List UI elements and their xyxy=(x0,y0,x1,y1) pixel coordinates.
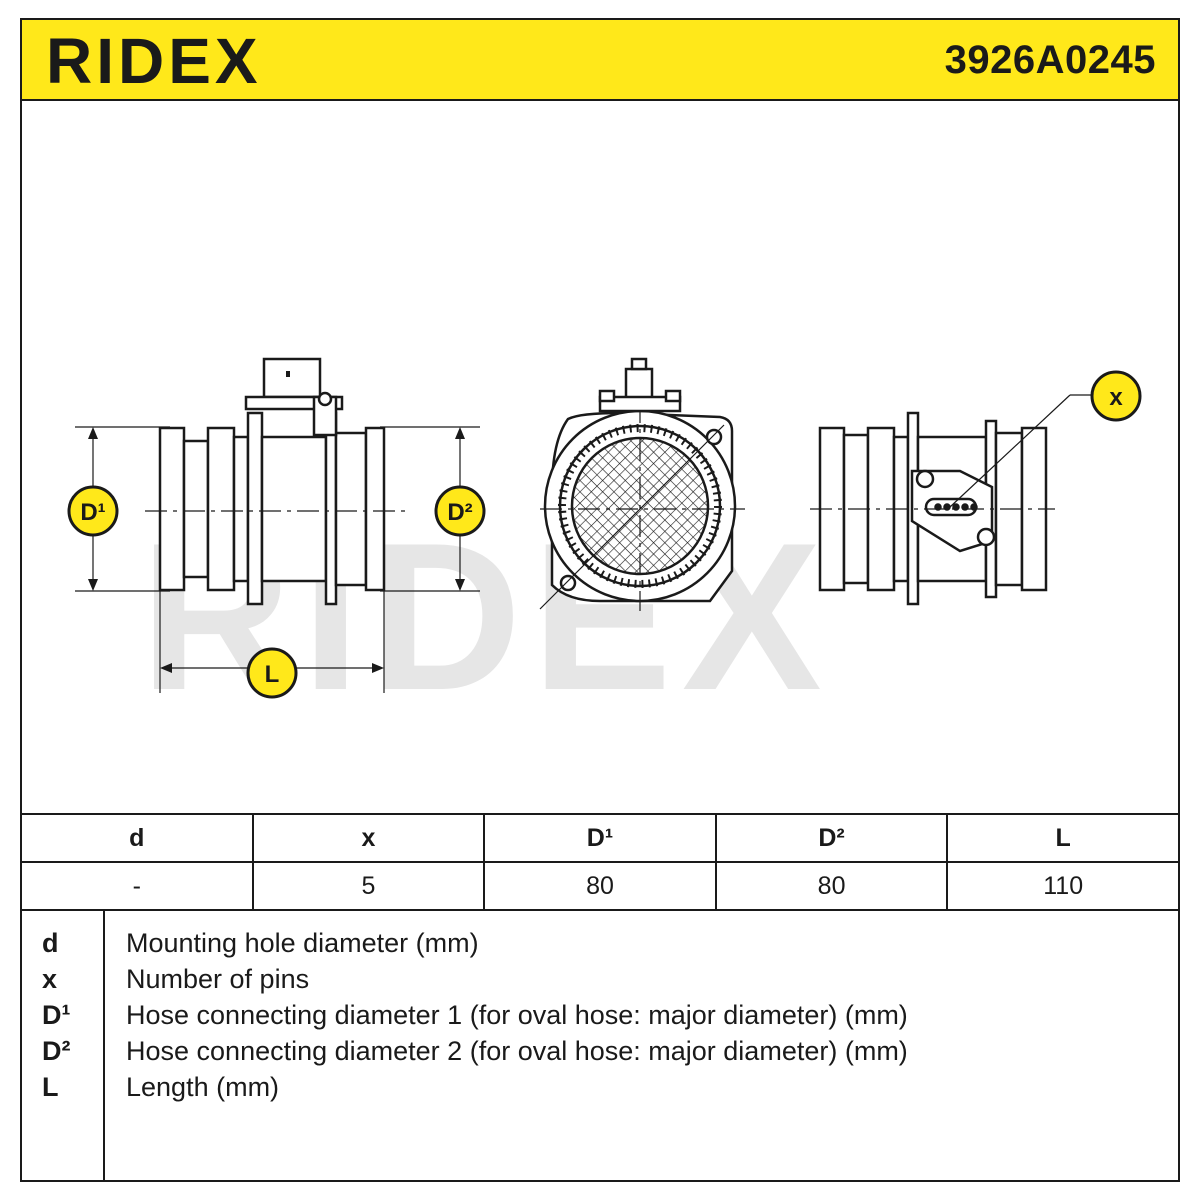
drawing-svg: D¹ D² L x xyxy=(67,357,1142,699)
specs-value-cell: 80 xyxy=(714,861,949,911)
specs-value-cell: 5 xyxy=(251,861,486,911)
label-d2: D² xyxy=(447,499,472,526)
badge-pins: x xyxy=(1090,370,1142,422)
specs-header-row: d x D¹ D² L xyxy=(20,813,1180,863)
legend-key: d xyxy=(42,928,59,958)
legend-key: D¹ xyxy=(42,1000,71,1030)
badge-d2: D² xyxy=(434,485,486,537)
brand-logo: RIDEX xyxy=(46,25,262,97)
front-view xyxy=(539,357,745,611)
legend-text: Length (mm) xyxy=(126,1072,280,1102)
legend-key: D² xyxy=(42,1036,71,1066)
specs-value-cell: 80 xyxy=(483,861,717,911)
legend-text: Hose connecting diameter 2 (for oval hos… xyxy=(126,1036,908,1066)
specs-value-cell: - xyxy=(20,861,254,911)
specs-header-cell: D¹ xyxy=(483,813,717,863)
legend-text: Hose connecting diameter 1 (for oval hos… xyxy=(126,1000,908,1030)
legend-divider xyxy=(103,910,105,1180)
specs-value-cell: 110 xyxy=(946,861,1180,911)
specs-table: d x D¹ D² L - 5 80 80 110 xyxy=(20,813,1180,911)
label-pins: x xyxy=(1109,384,1123,411)
legend-key: L xyxy=(42,1072,59,1102)
badge-d1: D¹ xyxy=(67,485,119,537)
technical-drawing: RIDEX xyxy=(20,101,1180,813)
side-view-left xyxy=(75,357,480,693)
legend-text: Mounting hole diameter (mm) xyxy=(126,928,479,958)
legend: d Mounting hole diameter (mm) x Number o… xyxy=(20,910,1180,1182)
specs-header-cell: L xyxy=(946,813,1180,863)
specs-header-cell: d xyxy=(20,813,254,863)
specs-header-cell: D² xyxy=(714,813,949,863)
header-bar: RIDEX 3926A0245 xyxy=(20,18,1180,101)
label-length: L xyxy=(265,661,280,688)
side-view-right xyxy=(810,394,1095,606)
specs-header-cell: x xyxy=(251,813,486,863)
specs-value-row: - 5 80 80 110 xyxy=(20,861,1180,911)
badge-length: L xyxy=(246,647,298,699)
legend-key: x xyxy=(42,964,58,994)
legend-text: Number of pins xyxy=(126,964,310,994)
part-number: 3926A0245 xyxy=(944,38,1156,82)
label-d1: D¹ xyxy=(80,499,105,526)
